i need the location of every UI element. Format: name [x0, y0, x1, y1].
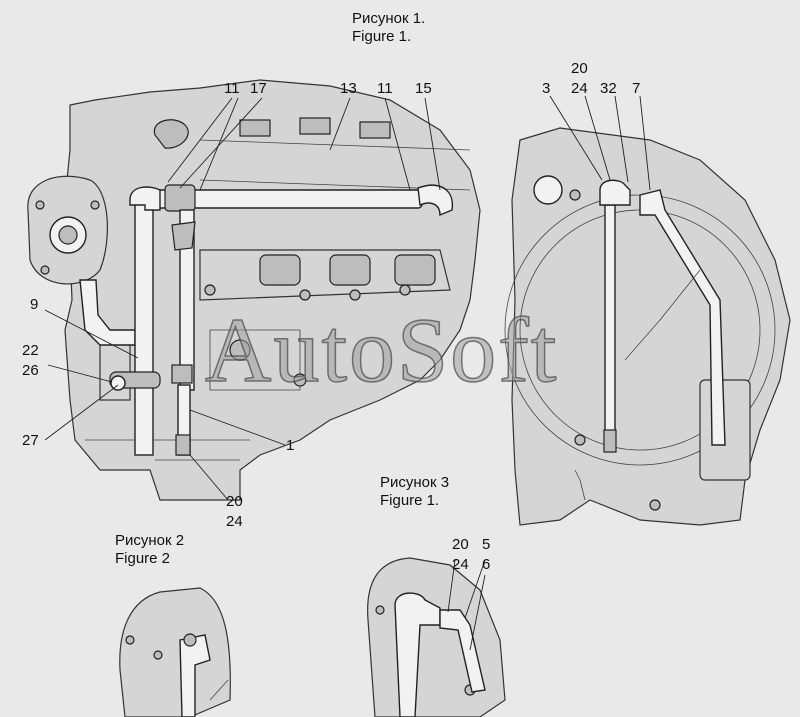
- callout-24-fig3: 24: [452, 556, 469, 573]
- callout-7: 7: [632, 80, 641, 97]
- oil-pipes-fig1: [109, 184, 454, 456]
- callout-9: 9: [30, 296, 39, 313]
- figure-2-caption-en: Figure 2: [115, 550, 171, 567]
- figure-2-caption-ru: Рисунок 2: [115, 532, 185, 549]
- callout-26: 26: [22, 362, 39, 379]
- callout-17: 17: [250, 80, 267, 97]
- callout-11-right: 11: [377, 80, 393, 97]
- engine-block-main: [64, 79, 481, 501]
- callout-20-fig3: 20: [452, 536, 469, 553]
- callout-6: 6: [482, 556, 491, 573]
- figure-2-drawing: [119, 587, 231, 717]
- callout-20-fig1: 20: [226, 493, 243, 510]
- figure-3-caption-ru: Рисунок 3: [380, 474, 450, 491]
- figure-1-caption-en: Figure 1.: [352, 28, 412, 45]
- callout-24-side: 24: [571, 80, 588, 97]
- water-pump: [27, 175, 136, 346]
- callout-1: 1: [286, 437, 295, 454]
- callout-13: 13: [340, 80, 357, 97]
- callout-11-left: 11: [224, 80, 240, 97]
- callout-20-side: 20: [571, 60, 588, 77]
- leader-lines-fig1: [44, 97, 441, 501]
- callout-5: 5: [482, 536, 491, 553]
- callout-3: 3: [542, 80, 551, 97]
- engine-side-view: [504, 127, 791, 526]
- callout-32: 32: [600, 80, 617, 97]
- figure-3-caption-en: Figure 1.: [380, 492, 440, 509]
- callout-27: 27: [22, 432, 39, 449]
- callout-24-fig1: 24: [226, 513, 243, 530]
- figure-3-drawing: [367, 557, 506, 717]
- callout-22: 22: [22, 342, 39, 359]
- leader-lines-fig3: [447, 559, 486, 651]
- figure-1-caption-ru: Рисунок 1.: [352, 10, 426, 27]
- callout-15: 15: [415, 80, 432, 97]
- leader-lines-fig1-side: [549, 95, 651, 191]
